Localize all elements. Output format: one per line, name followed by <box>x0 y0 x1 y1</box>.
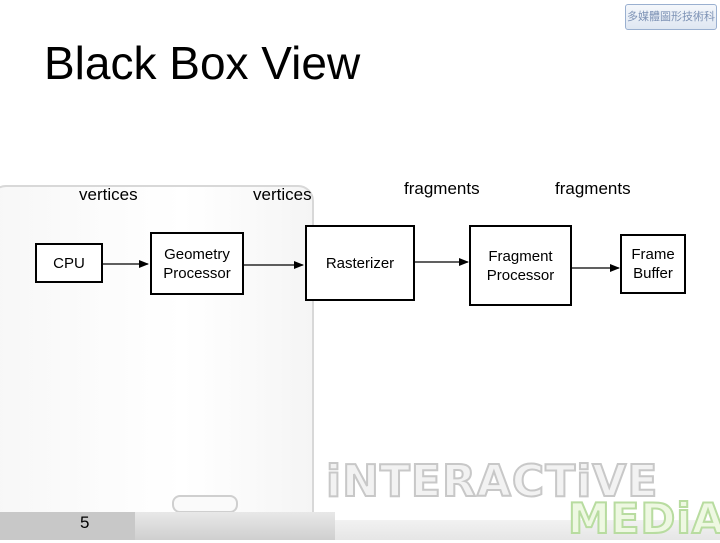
node-fragment-processor: Fragment Processor <box>469 225 572 306</box>
node-fragment-processor-label: Fragment Processor <box>487 247 555 285</box>
edge-label-fragments-1: fragments <box>404 179 480 198</box>
node-geometry-line-2: Processor <box>163 264 231 282</box>
node-frame-buffer-line-1: Frame <box>631 246 675 263</box>
node-frame-buffer-label: Frame Buffer <box>631 245 674 283</box>
node-cpu: CPU <box>35 243 103 283</box>
background-device-base-dark <box>0 512 135 540</box>
logo-badge: 多媒體圖形技術科 <box>625 4 717 30</box>
node-cpu-label: CPU <box>53 254 85 272</box>
node-frame-buffer: Frame Buffer <box>620 234 686 294</box>
page-number: 5 <box>80 513 90 532</box>
node-rasterizer-label: Rasterizer <box>325 254 395 272</box>
watermark-interactive: iNTERACTiVE <box>325 455 659 508</box>
edge-label-fragments-2: fragments <box>555 179 631 198</box>
edge-label-vertices-1: vertices <box>79 185 138 204</box>
page-title: Black Box View <box>44 37 361 89</box>
background-bottom-band <box>300 520 720 540</box>
watermark-media: MEDiA <box>567 493 720 543</box>
node-geometry-line-1: Geometry <box>164 245 230 263</box>
node-geometry-processor-label: Geometry Processor <box>163 245 231 283</box>
edge-label-vertices-2: vertices <box>253 185 312 204</box>
node-geometry-processor: Geometry Processor <box>150 232 244 295</box>
node-fragment-line-1: Fragment <box>488 247 553 265</box>
node-rasterizer: Rasterizer <box>305 225 415 301</box>
node-frame-buffer-line-2: Buffer <box>633 265 673 282</box>
node-fragment-line-2: Processor <box>486 266 555 284</box>
